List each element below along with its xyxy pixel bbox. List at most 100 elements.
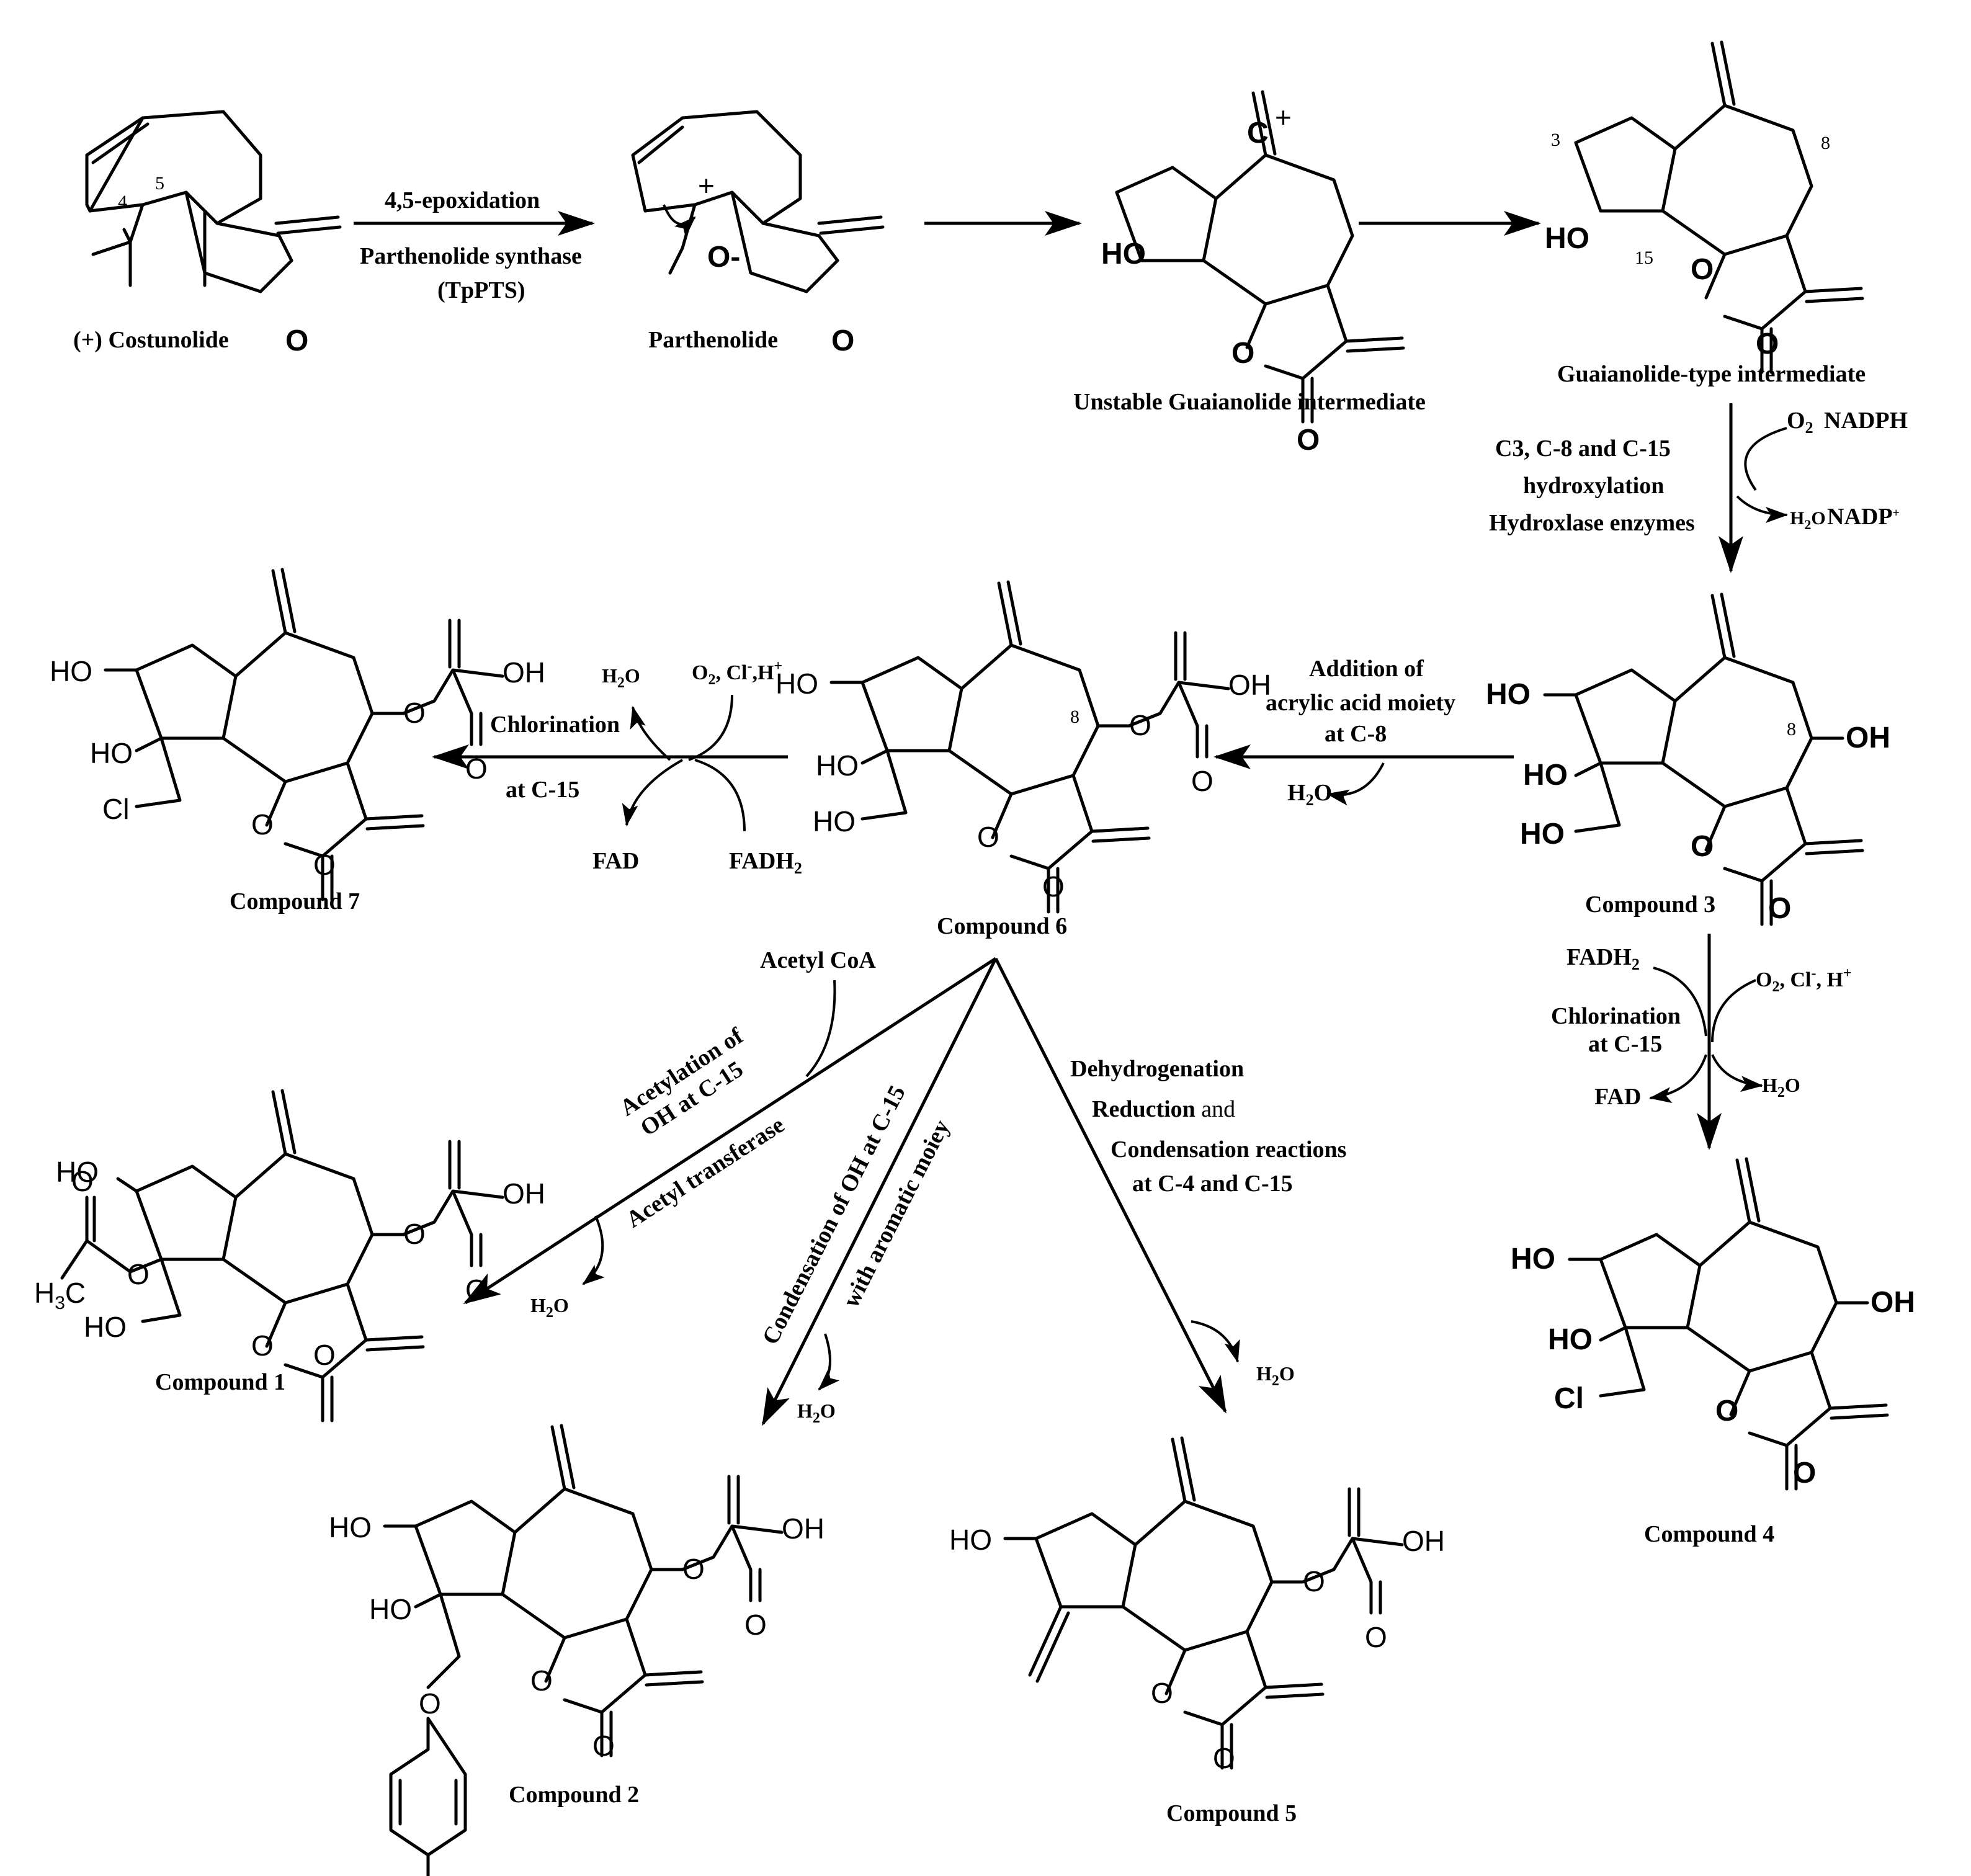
ester-o: O <box>403 1218 426 1250</box>
atom-ho-c3: HO <box>56 1156 99 1188</box>
ester-carbonyl-o: O <box>1191 765 1213 797</box>
reaction-arrow-acetylation <box>463 957 997 1305</box>
carbocation-plus: + <box>1275 101 1292 133</box>
acrylic-h2o: H2O <box>1287 780 1332 809</box>
chlorination4-fadh2: FADH2 <box>1567 944 1640 973</box>
dehydrogenation-label-3: Condensation reactions <box>1111 1137 1346 1163</box>
hydroxylation-h2o: H2O <box>1790 508 1826 532</box>
atom-oh-c8: OH <box>1870 1286 1915 1319</box>
condensation-water-curve <box>818 1333 840 1391</box>
lactone-o: O <box>1715 1395 1738 1427</box>
ester-o: O <box>682 1553 705 1585</box>
atom-cl: Cl <box>1554 1382 1584 1415</box>
lactone-o: O <box>251 808 274 841</box>
condensation-h2o: H2O <box>797 1400 836 1426</box>
compound-5-structure: HO O O OH O O <box>949 1438 1445 1774</box>
cofactor-curve-out <box>1736 495 1788 523</box>
atom-label-4: 4 <box>118 192 127 212</box>
atom-ho-c3: HO <box>329 1511 372 1543</box>
ester-o: O <box>1129 709 1151 741</box>
chlorination4-water-curve <box>1711 1054 1763 1092</box>
atom-label-8: 8 <box>1787 719 1796 739</box>
atom-ho-c4: HO <box>816 749 859 782</box>
compound-name-costunolide: (+) Costunolide <box>73 327 229 353</box>
lactone-o: O <box>1151 1677 1173 1709</box>
acetyl-coa-label: Acetyl CoA <box>760 947 876 973</box>
chlorination7-fadh-curve <box>694 759 746 832</box>
chlorination4-reagents: O2, Cl-, H+ <box>1756 965 1852 995</box>
carbocation-c: C <box>1247 117 1269 150</box>
atom-label-8: 8 <box>1821 133 1830 153</box>
atom-ho-c4: HO <box>1523 759 1568 792</box>
atom-cl: Cl <box>102 793 129 825</box>
compound-1-structure: HO O O H3C HO O O OH O O <box>34 1091 545 1421</box>
atom-ho-c4: HO <box>90 737 133 769</box>
compound-7-structure: HO HO Cl O O OH O O <box>50 570 545 900</box>
atom-ho-c4: HO <box>1548 1323 1593 1356</box>
acetylation-water-curve <box>582 1215 605 1285</box>
ester-carbonyl-o: O <box>465 753 488 785</box>
carbonyl-o: O <box>1297 424 1320 457</box>
chlorination7-fad: FAD <box>592 848 639 874</box>
compound-name-1: Compound 1 <box>155 1369 285 1395</box>
compound-name-guaianolide: Guaianolide-type intermediate <box>1557 361 1866 387</box>
costunolide-structure: 4 5 O <box>85 110 342 357</box>
chlorination4-fad: FAD <box>1594 1084 1641 1110</box>
atom-ho-c4: HO <box>369 1593 412 1625</box>
atom-oh-terminal: OH <box>1402 1525 1445 1557</box>
lactone-o: O <box>1691 830 1714 863</box>
atom-ho-c15: HO <box>1520 818 1565 851</box>
dehydrogenation-label-4: at C-4 and C-15 <box>1132 1171 1293 1197</box>
lactone-o: O <box>1691 253 1714 286</box>
compound-name-4: Compound 4 <box>1644 1521 1774 1547</box>
carbonyl-o: O <box>313 849 336 881</box>
lactone-o: O <box>977 821 999 853</box>
chlorination4-label-1: Chlorination <box>1551 1003 1681 1029</box>
atom-oh-terminal: OH <box>782 1512 825 1545</box>
chlorination7-fad-curve <box>622 759 683 826</box>
compound-name-5: Compound 5 <box>1166 1800 1297 1826</box>
hydroxylation-label-3: Hydroxlase enzymes <box>1489 510 1695 536</box>
chlorination4-h2o: H2O <box>1762 1074 1800 1101</box>
carbonyl-o: O <box>1042 870 1065 903</box>
atom-o: O <box>285 324 308 357</box>
atom-ho-c3: HO <box>775 668 818 700</box>
acrylic-water-curve <box>1326 762 1385 806</box>
atom-o: O <box>831 324 854 357</box>
atom-ho-c3: HO <box>50 655 92 687</box>
reaction-arrow-dehydrogenation <box>994 957 1227 1414</box>
dehydrogenation-label-2: Reduction and <box>1092 1096 1235 1122</box>
lactone-o: O <box>251 1329 274 1362</box>
hydroxylation-nadph: NADPH <box>1824 408 1908 434</box>
chlorination7-label-1: Chlorination <box>490 712 620 738</box>
dehydrogenation-label-1: Dehydrogenation <box>1070 1056 1244 1082</box>
hydroxylation-label-1: C3, C-8 and C-15 <box>1495 436 1671 462</box>
chlorination4-reagent-curve <box>1711 979 1756 1043</box>
dehydrogenation-h2o: H2O <box>1256 1362 1295 1389</box>
carbocation-plus: + <box>698 169 715 202</box>
carbonyl-o: O <box>1213 1742 1235 1774</box>
chlorination4-label-2: at C-15 <box>1588 1031 1662 1057</box>
acetyl-methyl: H3C <box>34 1277 86 1313</box>
acetyl-carbonyl-o: O <box>71 1165 94 1197</box>
ester-o: O <box>1303 1565 1325 1597</box>
atom-ho-c3: HO <box>1511 1243 1555 1275</box>
atom-ho: HO <box>1101 238 1146 270</box>
compound-name-3: Compound 3 <box>1585 891 1715 918</box>
epoxide-o-minus: O- <box>707 241 740 274</box>
cofactor-curve-in <box>1744 427 1787 491</box>
atom-label-15: 15 <box>1635 248 1653 268</box>
hydroxylation-o2: O2 <box>1787 408 1813 437</box>
step-enzyme-abbrev: (TpPTS) <box>437 277 525 303</box>
lactone-o: O <box>530 1664 553 1697</box>
reaction-arrow-condensation <box>761 957 998 1426</box>
atom-label-8: 8 <box>1070 707 1079 727</box>
atom-ho: HO <box>1545 222 1589 255</box>
lactone-o: O <box>1231 337 1254 370</box>
step-enzyme-label: Parthenolide synthase <box>360 243 582 269</box>
ester-o: O <box>403 697 426 729</box>
carbonyl-o: O <box>313 1339 336 1371</box>
compound-3-structure: HO HO HO OH 8 O O <box>1486 594 1890 925</box>
compound-name-6: Compound 6 <box>937 913 1067 939</box>
